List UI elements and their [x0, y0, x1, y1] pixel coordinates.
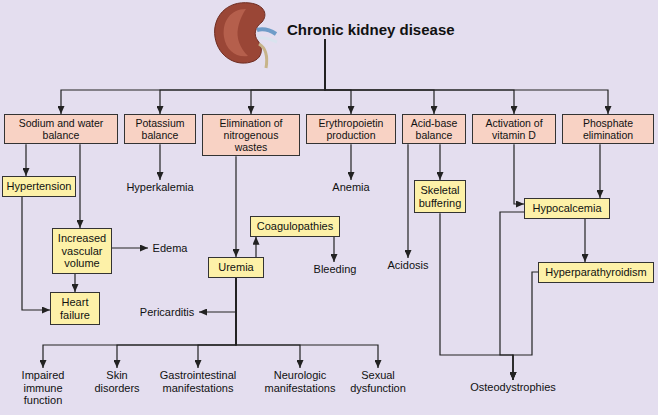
condition-box: Increased vascular volume [52, 228, 112, 274]
node-label: Erythropoietin production [310, 117, 392, 141]
connector-arrow [236, 278, 300, 368]
connector-arrow [333, 237, 334, 262]
outcome-text: Acidosis [385, 258, 431, 273]
node-label: Skeletal buffering [418, 184, 462, 209]
ureter [259, 44, 267, 68]
condition-box: Uremia [208, 257, 264, 278]
node-label: Neurologic manifestations [258, 369, 342, 394]
connector-arrow [61, 39, 325, 114]
condition-box: Skeletal buffering [414, 180, 466, 213]
connector-arrow [599, 144, 600, 198]
node-label: Hypocalcemia [528, 202, 606, 215]
function-box: Potassium balance [124, 114, 196, 144]
connector-arrow [199, 278, 236, 312]
node-label: Hypertension [6, 180, 72, 193]
node-label: Bleeding [312, 263, 358, 276]
node-label: Pericarditis [137, 306, 197, 319]
outcome-text: Osteodystrophies [465, 380, 561, 395]
node-label: Elimination of nitrogenous wastes [206, 117, 296, 153]
node-label: Heart failure [54, 296, 96, 321]
connector-arrow [325, 39, 434, 114]
outcome-text: Edema [148, 241, 192, 256]
condition-box: Hypocalcemia [524, 198, 610, 219]
connector-arrow [112, 247, 148, 248]
renal-vessel [257, 29, 276, 34]
connector-arrow [325, 39, 514, 114]
connector-arrow [350, 144, 351, 180]
node-label: Impaired immune function [16, 369, 70, 407]
outcome-text: Neurologic manifestations [256, 368, 344, 395]
node-label: Chronic kidney disease [287, 21, 455, 38]
connector-arrow [160, 39, 325, 114]
outcome-text: Pericarditis [135, 305, 199, 320]
connector-arrow [325, 39, 351, 114]
outcome-text: Skin disorders [92, 368, 142, 395]
node-label: Uremia [212, 261, 260, 274]
connector-arrow [235, 156, 236, 257]
node-label: Skin disorders [94, 369, 140, 394]
node-label: Activation of vitamin D [476, 117, 552, 141]
node-label: Gastrointestinal manifestations [152, 369, 244, 394]
connector-arrow [236, 278, 378, 368]
connector-arrow [513, 272, 538, 380]
outcome-text: Gastrointestinal manifestations [150, 368, 246, 395]
outcome-text: Bleeding [310, 262, 360, 277]
connector-arrow [251, 39, 325, 114]
node-label: Potassium balance [128, 117, 192, 141]
renal-vein [258, 38, 277, 42]
outcome-text: Sexual dysfunction [346, 368, 410, 395]
connector-arrow [198, 278, 236, 368]
connector-arrow [584, 219, 585, 262]
connector-arrow [325, 39, 608, 114]
node-label: Sexual dysfunction [348, 369, 408, 394]
outcome-text: Impaired immune function [14, 368, 72, 408]
connector-arrow [25, 144, 26, 176]
connector-arrow [255, 237, 256, 257]
function-box: Activation of vitamin D [472, 114, 556, 144]
node-label: Acidosis [387, 259, 429, 272]
connector-arrow [439, 144, 440, 180]
function-box: Phosphate elimination [562, 114, 654, 144]
connector-arrow [159, 144, 160, 180]
node-label: Acid-base balance [406, 117, 462, 141]
function-box: Acid-base balance [402, 114, 466, 144]
function-box: Elimination of nitrogenous wastes [202, 114, 300, 156]
connector-arrow [74, 274, 75, 292]
connector-arrow [79, 144, 80, 228]
node-label: Osteodystrophies [467, 381, 559, 394]
outcome-text: Anemia [326, 180, 376, 195]
connector-arrow [22, 197, 50, 310]
kidney-highlight [224, 9, 248, 56]
node-label: Coagulopathies [254, 220, 336, 233]
connector-arrow [43, 278, 236, 368]
connector-arrow [514, 144, 524, 204]
connector-arrow [407, 144, 408, 258]
condition-box: Coagulopathies [250, 216, 340, 237]
function-box: Sodium and water balance [4, 114, 118, 144]
outcome-text: Hyperkalemia [124, 180, 196, 195]
connector-arrow [117, 278, 236, 368]
node-label: Phosphate elimination [566, 117, 650, 141]
condition-box: Hypertension [2, 176, 76, 197]
condition-box: Hyperparathyroidism [538, 262, 654, 283]
node-label: Edema [150, 242, 190, 255]
kidney-shape [215, 3, 265, 63]
node-label: Hyperkalemia [126, 181, 194, 194]
node-label: Anemia [328, 181, 374, 194]
node-label: Sodium and water balance [8, 117, 114, 141]
node-label: Increased vascular volume [56, 232, 108, 270]
title-node: Chronic kidney disease [285, 20, 457, 39]
node-label: Hyperparathyroidism [542, 266, 650, 279]
condition-box: Heart failure [50, 292, 100, 325]
function-box: Erythropoietin production [306, 114, 396, 144]
